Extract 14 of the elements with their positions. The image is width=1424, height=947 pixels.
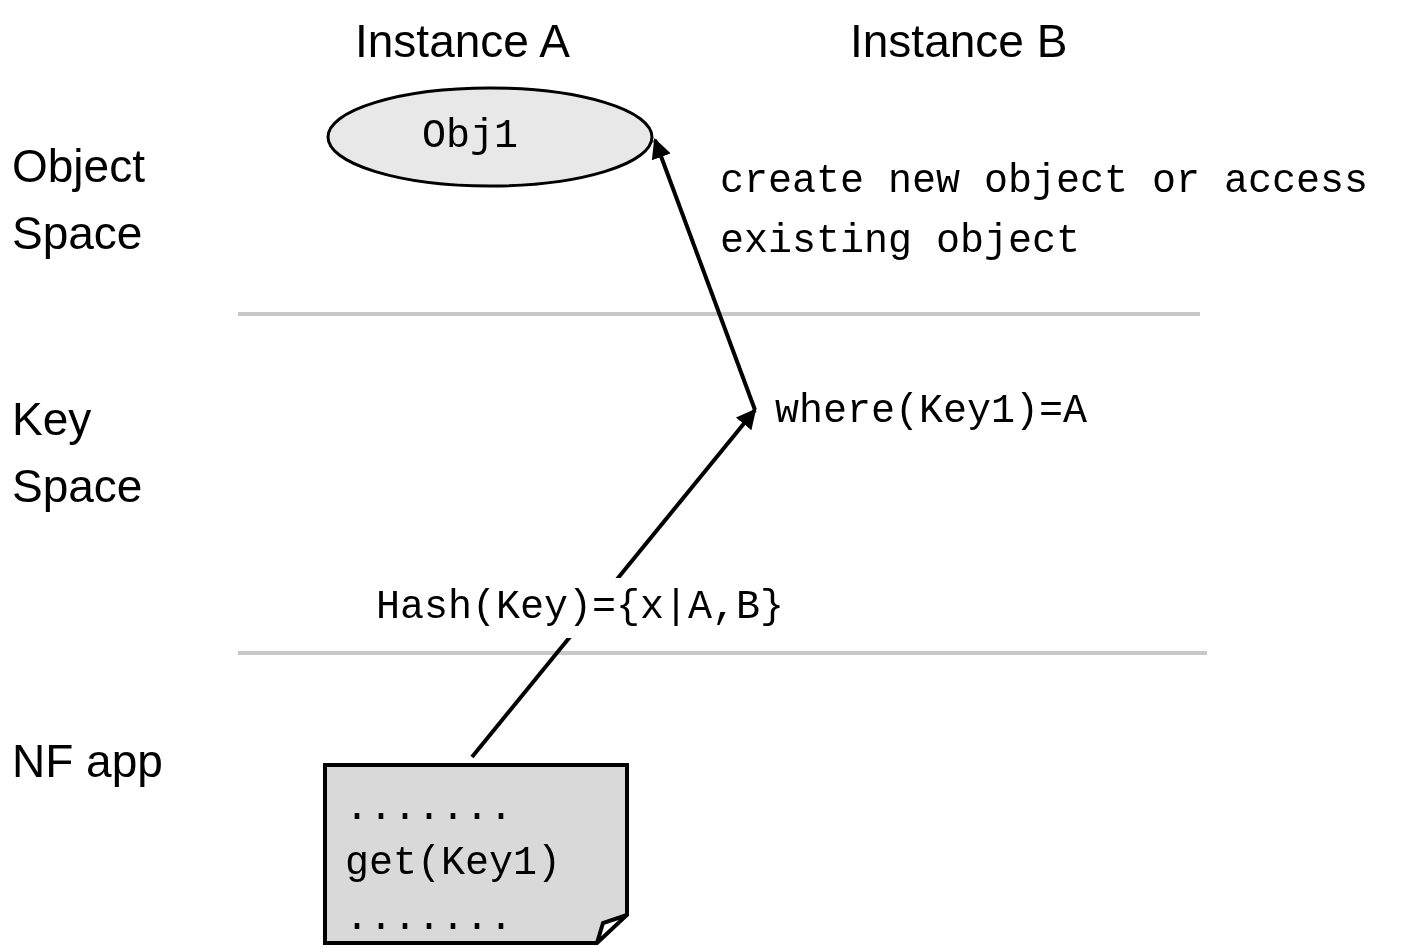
row-heading: Key Space (12, 392, 144, 514)
node-label: Obj1 (422, 113, 518, 161)
code-line: get(Key1) (345, 840, 562, 888)
column-heading: Instance A (355, 14, 570, 69)
column-heading: Instance B (850, 14, 1068, 69)
node-label: where(Key1)=A (775, 388, 1088, 436)
arrow (651, 138, 757, 411)
ellipsis-line: ....... (345, 785, 514, 833)
ellipsis-line: ....... (345, 895, 514, 943)
code-note (323, 763, 629, 945)
row-heading: Object Space (12, 139, 146, 261)
edge-label: create new object or access existing object (720, 158, 1370, 266)
row-heading: NF app (12, 734, 164, 789)
object-ellipse (326, 86, 654, 188)
